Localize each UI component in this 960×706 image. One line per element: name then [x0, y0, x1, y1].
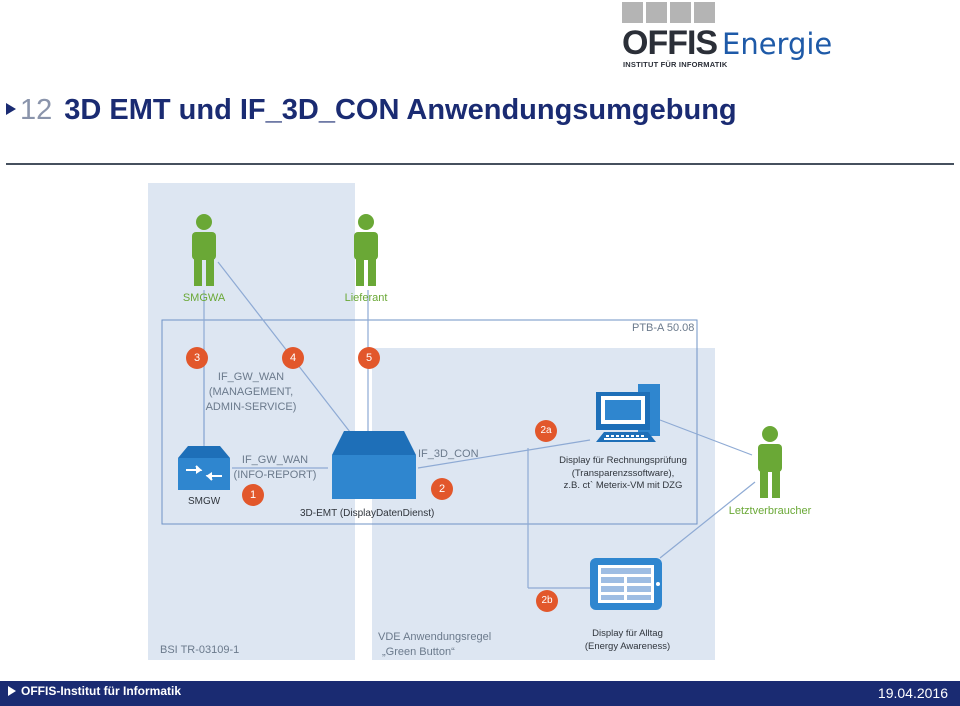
desktop-computer-icon: [596, 384, 660, 442]
slide-number: 12: [20, 94, 53, 126]
logo-energie: Energie: [722, 27, 833, 61]
title-arrow-icon: [6, 103, 16, 115]
logo-subtitle: INSTITUT FÜR INFORMATIK: [623, 60, 728, 69]
logo-offis: OFFIS: [622, 24, 718, 62]
smgwa-label: SMGWA: [182, 292, 226, 304]
emt-box-icon: [332, 431, 416, 499]
ptb-label: PTB-A 50.08: [632, 322, 695, 334]
footer-bar: OFFIS-Institut für Informatik 19.04.2016: [0, 681, 960, 706]
slide-title: 3D EMT und IF_3D_CON Anwendungsumgebung: [64, 94, 737, 126]
title-divider: [6, 163, 954, 165]
tablet-display-icon: [590, 558, 662, 610]
person-smgwa-icon: [192, 214, 216, 286]
badge-2a: 2a: [535, 420, 557, 442]
person-lieferant-icon: [354, 214, 378, 286]
person-letztverbraucher-icon: [758, 426, 782, 498]
letztverbraucher-label: Letztverbraucher: [728, 505, 812, 517]
emt-label: 3D-EMT (DisplayDatenDienst): [300, 508, 435, 519]
bsi-region: [148, 183, 355, 660]
badge-2b: 2b: [536, 590, 558, 612]
vde-label: VDE Anwendungsregel „Green Button“: [378, 631, 492, 658]
slide-title-row: 12 3D EMT und IF_3D_CON Anwendungsumgebun…: [6, 94, 737, 127]
display-billing-label: Display für Rechnungsprüfung (Transparen…: [559, 455, 687, 491]
footer-arrow-icon: [8, 686, 16, 696]
vde-region: [372, 348, 715, 660]
smgw-label: SMGW: [188, 496, 221, 507]
offis-energie-logo: OFFIS Energie INSTITUT FÜR INFORMATIK: [622, 2, 837, 72]
footer-date: 19.04.2016: [877, 685, 948, 701]
smgw-router-icon: [178, 446, 230, 490]
if-3d-con-label: IF_3D_CON: [418, 448, 479, 460]
badge-3: 3: [186, 347, 208, 369]
lieferant-label: Lieferant: [344, 292, 388, 304]
if-gw-wan-management-label: IF_GW_WAN (MANAGEMENT, ADMIN-SERVICE): [205, 371, 297, 413]
badge-1: 1: [242, 484, 264, 506]
badge-2: 2: [431, 478, 453, 500]
footer-institute: OFFIS-Institut für Informatik: [8, 684, 181, 698]
ptb-boundary: [161, 319, 698, 525]
badge-5: 5: [358, 347, 380, 369]
display-daily-label: Display für Alltag (Energy Awareness): [584, 628, 671, 652]
badge-4: 4: [282, 347, 304, 369]
bsi-label: BSI TR-03109-1: [160, 644, 240, 656]
if-gw-wan-info-label: IF_GW_WAN (INFO-REPORT): [233, 454, 317, 481]
